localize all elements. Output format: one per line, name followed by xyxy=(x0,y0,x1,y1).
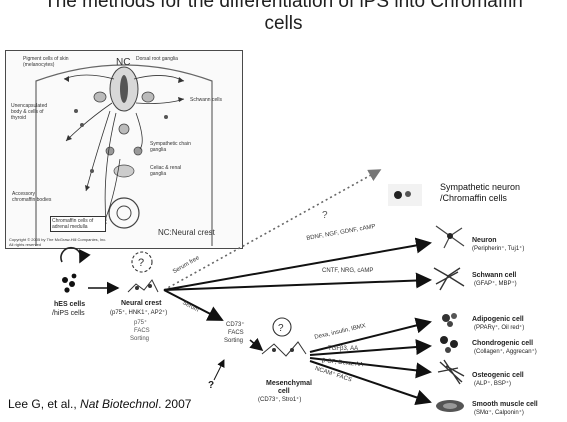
outcome-sympathetic-line1: Sympathetic neuron xyxy=(440,182,520,193)
chondrogenic-cell-image xyxy=(440,336,458,353)
adipogenic-cell-image xyxy=(442,313,457,327)
mesenchymal-markers: (CD73⁺, Stro1⁺) xyxy=(258,397,301,404)
cd73-sort-line3: Sorting xyxy=(224,338,243,345)
arrow-to-schwann xyxy=(164,280,430,290)
outcome-osteogenic-name: Osteogenic cell xyxy=(472,372,524,380)
arrow-to-neuron xyxy=(164,243,430,290)
osteogenic-cell-image xyxy=(438,360,464,384)
outcome-schwann-markers: (GFAP⁺, MBP⁺) xyxy=(474,281,517,288)
outcome-neuron-name: Neuron xyxy=(472,237,497,245)
citation-authors: Lee G, et al., xyxy=(8,397,80,411)
outcome-schwann-name: Schwann cell xyxy=(472,272,516,280)
citation-journal: Nat Biotechnol xyxy=(80,397,158,411)
hes-label-line1: hES cells xyxy=(54,301,85,308)
outcome-neuron-markers: (Peripherin⁺, Tuj1⁺) xyxy=(472,246,524,253)
outcome-chondrogenic-name: Chondrogenic cell xyxy=(472,340,533,348)
label-chondrogenic-factors: TGFβ3, AA xyxy=(328,346,358,353)
mesenchymal-name-line1: Mesenchymal xyxy=(266,380,312,388)
outcome-sympathetic-line2: /Chromaffin cells xyxy=(440,193,507,204)
outcome-smooth-muscle-markers: (SMα⁺, Calponin⁺) xyxy=(474,410,524,417)
outcome-adipogenic-markers: (PPARγ⁺, Oil red⁺) xyxy=(474,325,524,332)
sympathetic-neuron-image xyxy=(388,184,422,206)
outcome-smooth-muscle-name: Smooth muscle cell xyxy=(472,401,538,409)
cd73-sort-line2: FACS xyxy=(228,330,244,337)
outcome-chondrogenic-markers: (Collagen⁺, Aggrecan⁺) xyxy=(474,349,537,356)
hes-label-line2: /hiPS cells xyxy=(52,310,85,317)
neural-crest-sort3: Sorting xyxy=(130,336,149,343)
mesenchymal-name-line2: cell xyxy=(278,388,290,396)
neural-crest-cell-icon: ? xyxy=(128,252,158,292)
outcome-osteogenic-markers: (ALP⁺, BSP⁺) xyxy=(474,381,511,388)
arrow-to-smooth-muscle xyxy=(310,361,430,402)
neuron-image xyxy=(436,226,464,248)
neural-crest-markers: (p75⁺, HNK1⁺, AP2⁺) xyxy=(110,310,167,317)
question-mark-sympathetic: ? xyxy=(322,210,328,221)
citation-year: . 2007 xyxy=(158,397,191,411)
neural-crest-sort1: p75⁺ xyxy=(134,320,147,327)
neural-crest-sort2: FACS xyxy=(134,328,150,335)
schwann-cell-image xyxy=(434,268,464,290)
svg-text:?: ? xyxy=(138,257,144,269)
citation: Lee G, et al., Nat Biotechnol. 2007 xyxy=(8,397,191,411)
neural-crest-name: Neural crest xyxy=(121,300,161,308)
outcome-adipogenic-name: Adipogenic cell xyxy=(472,316,524,324)
arrow-to-mesenchymal xyxy=(250,340,262,350)
smooth-muscle-cell-image xyxy=(436,400,464,412)
label-schwann-factors: CNTF, NRG, cAMP xyxy=(322,268,373,275)
mesenchymal-cell-icon: ? xyxy=(262,318,306,356)
svg-text:?: ? xyxy=(278,323,284,334)
hes-colony-icon xyxy=(61,248,81,293)
cd73-sort-line1: CD73⁺ xyxy=(226,322,245,329)
question-mark-cd73: ? xyxy=(208,380,214,391)
arrow-question-cd73 xyxy=(214,360,224,380)
